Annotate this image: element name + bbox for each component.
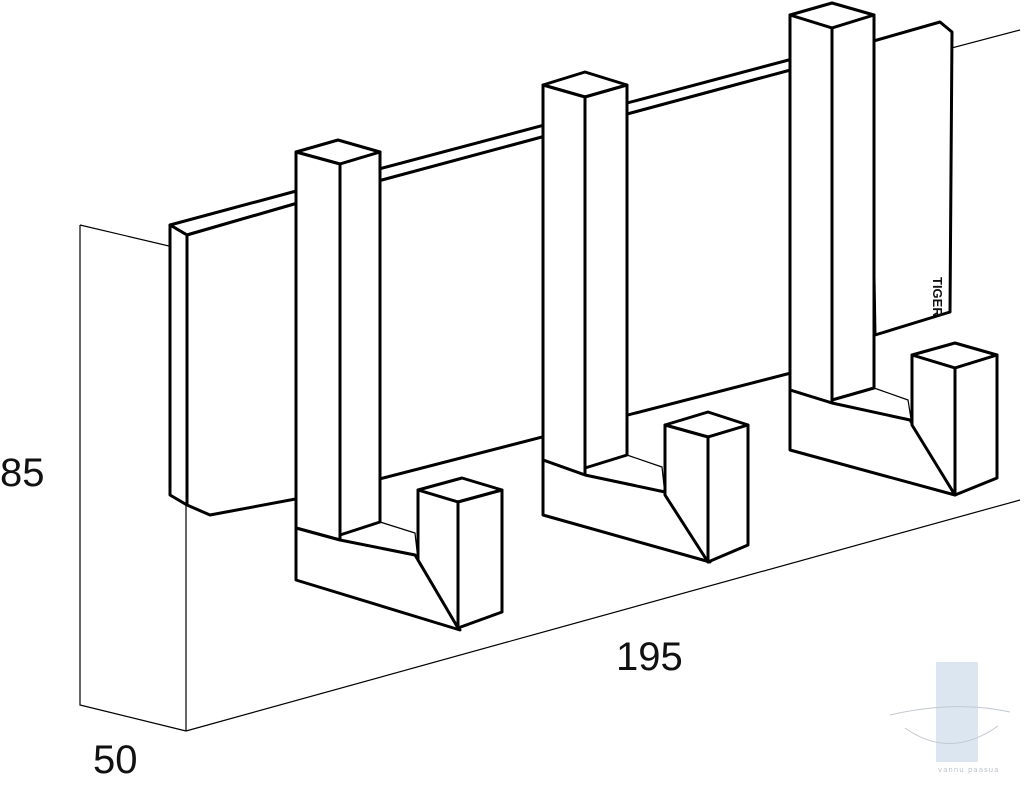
end-block (168, 188, 319, 517)
hook-2 (541, 70, 750, 564)
width-dimension-label: 195 (616, 635, 683, 679)
depth-dimension-label: 50 (93, 738, 138, 782)
brand-mark: TIGER (930, 277, 945, 317)
watermark-text: vannu paasua (938, 766, 999, 774)
hook-1 (294, 138, 504, 632)
hook-3 (788, 1, 999, 497)
height-dimension-label: 85 (0, 451, 45, 495)
watermark-logo: vannu paasua (889, 662, 1011, 774)
